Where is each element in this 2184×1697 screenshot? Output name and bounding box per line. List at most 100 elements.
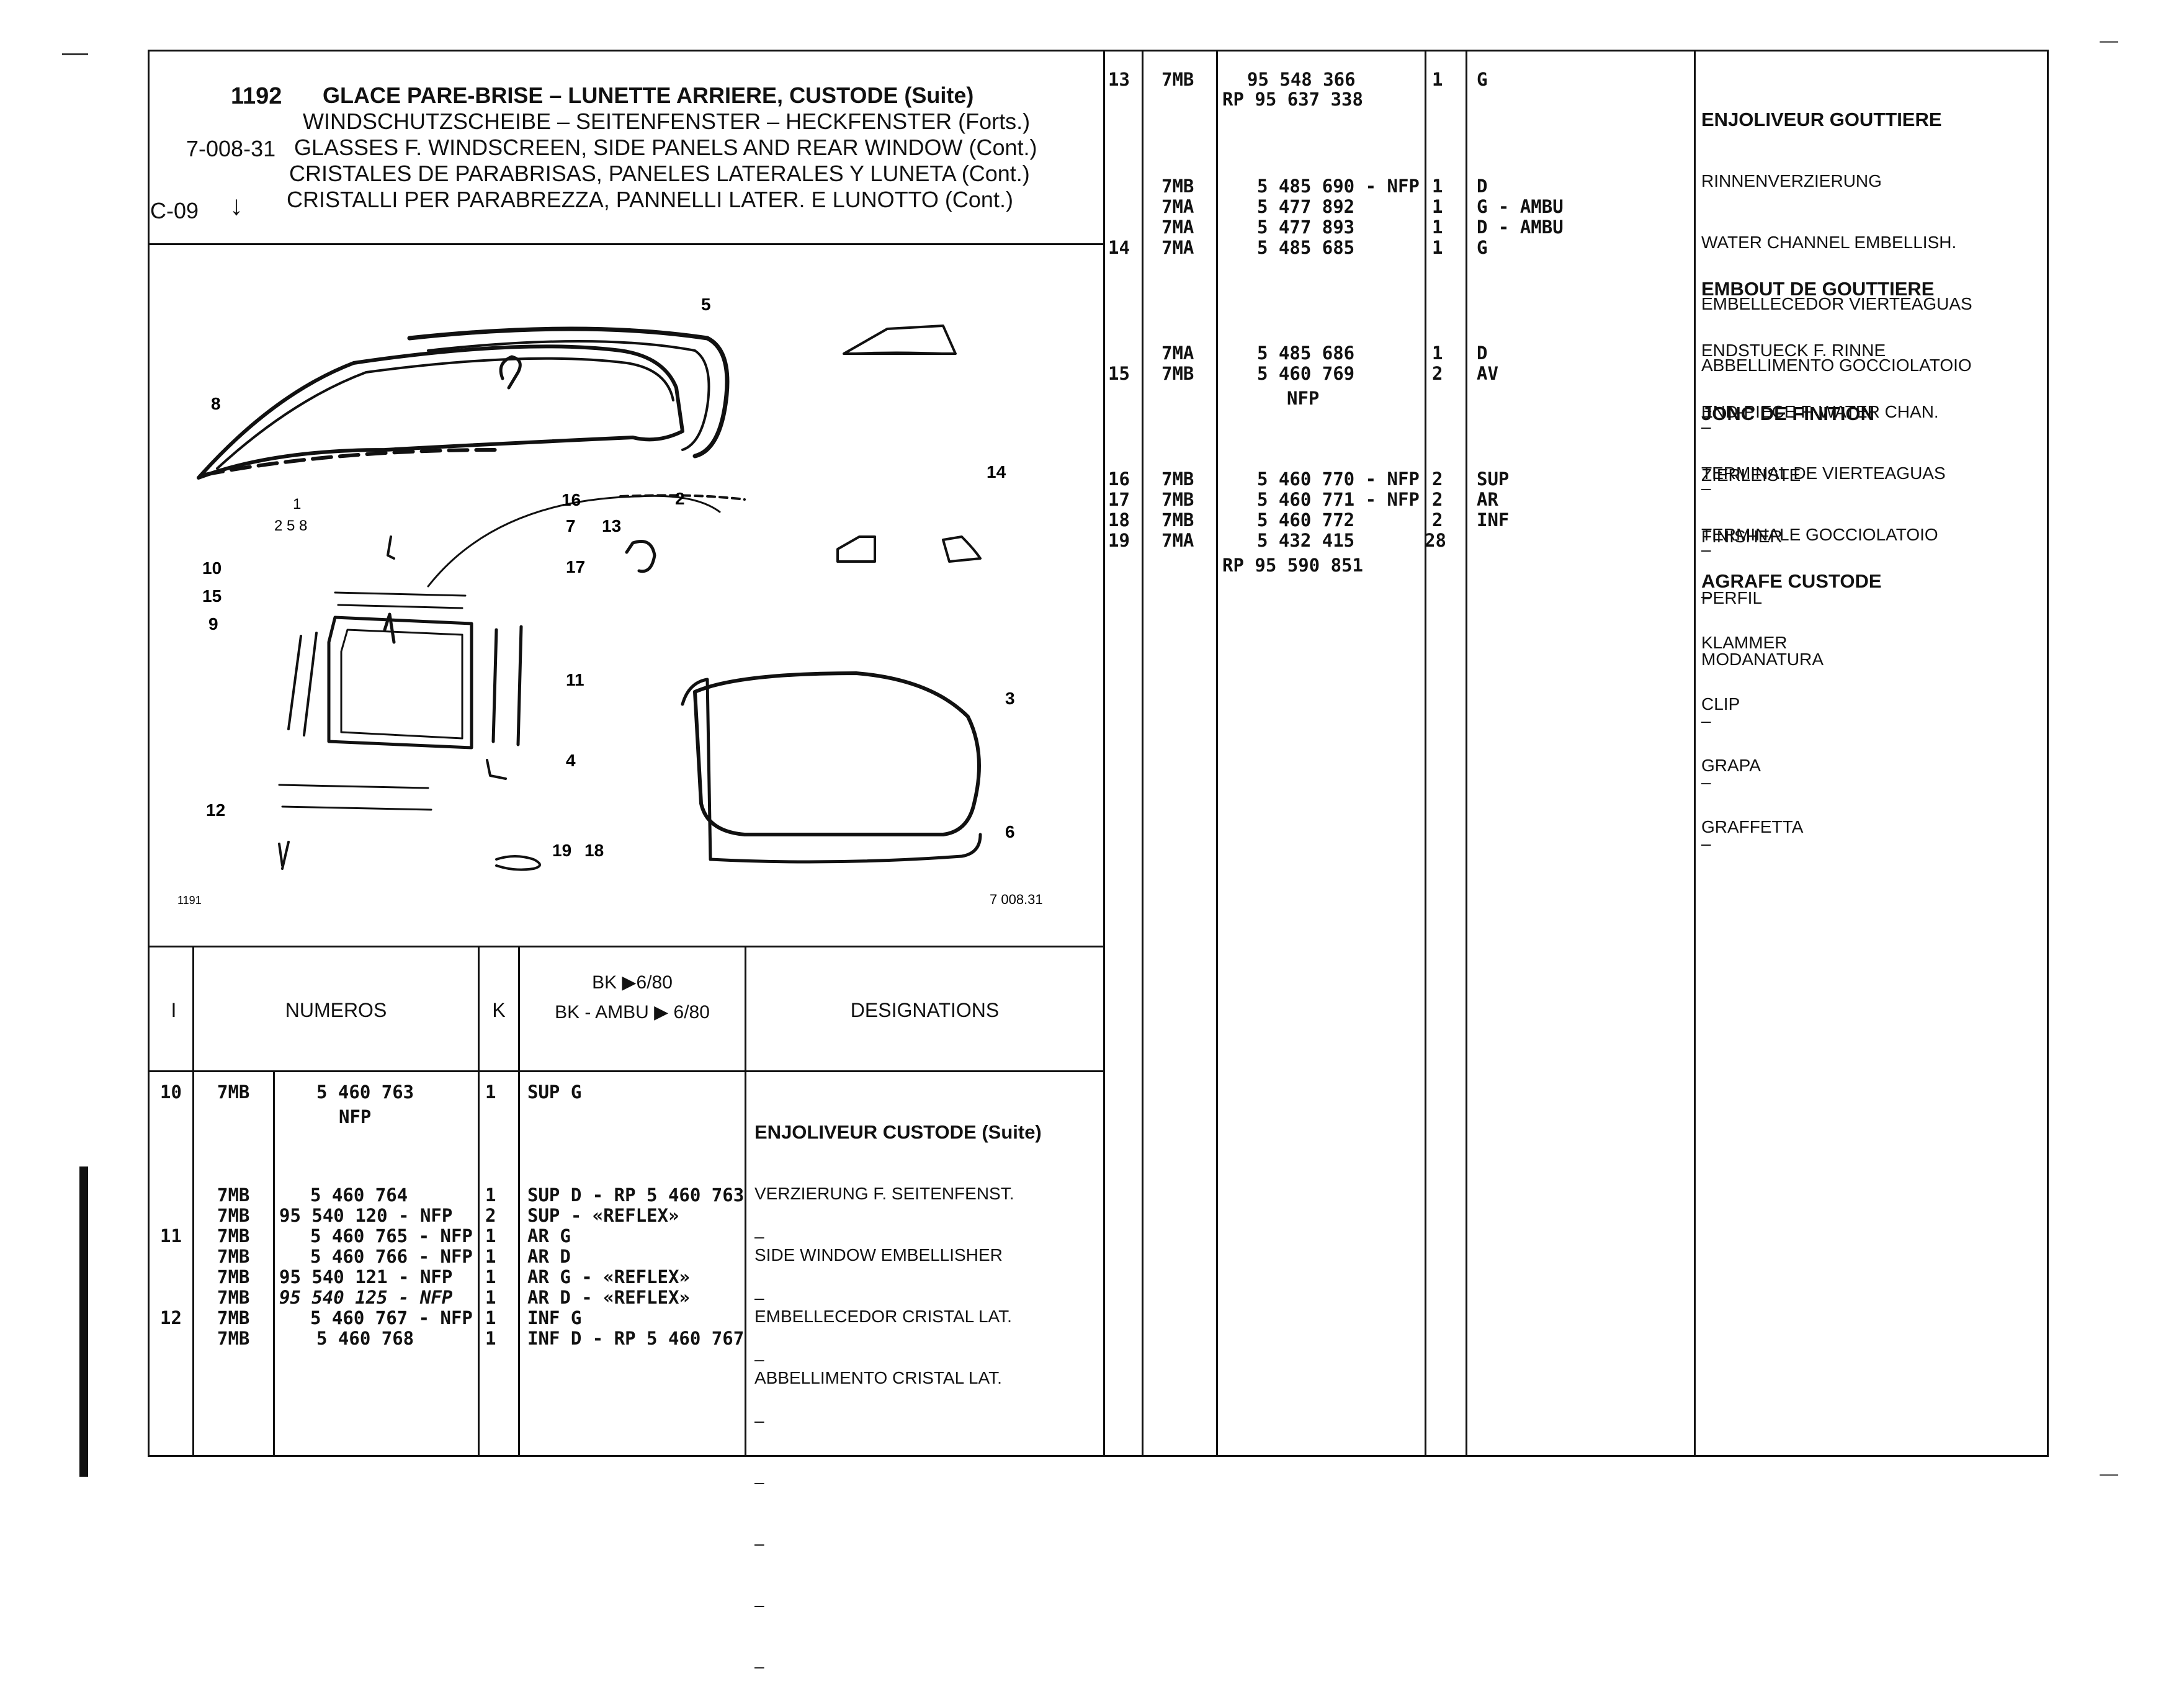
page-frame	[148, 50, 2049, 1457]
designation-line: END-PIECE F. WATER CHAN.	[1701, 402, 1939, 421]
part-number: 5 460 772	[1257, 509, 1355, 531]
scan-edge-bar	[79, 1166, 88, 1477]
prefix: 7MB	[217, 1246, 250, 1267]
col-sep-1	[192, 946, 194, 1457]
callout-3: 3	[1005, 689, 1015, 708]
windscreen-glass	[197, 344, 684, 480]
table-header-bottom	[148, 1070, 1103, 1072]
col-sep-2	[273, 1070, 275, 1457]
scan-edge-mark	[2100, 1474, 2118, 1476]
col-header-i: I	[171, 999, 177, 1021]
title-en: GLASSES F. WINDSCREEN, SIDE PANELS AND R…	[294, 135, 1037, 160]
quantity: 1	[485, 1307, 496, 1328]
part-number: 5 485 686	[1257, 343, 1355, 364]
figure-id-right: 7 008.31	[990, 892, 1043, 907]
prefix: 7MB	[217, 1328, 250, 1349]
callout-16: 16	[562, 490, 581, 509]
item-number: 17	[1108, 489, 1130, 510]
designation-line: WATER CHANNEL EMBELLISH.	[1701, 233, 1957, 252]
callout-18: 18	[584, 841, 604, 860]
callout-19: 19	[552, 841, 571, 860]
prefix: 7MA	[1161, 343, 1194, 364]
group-number: 1192	[231, 83, 282, 109]
quantity: 1	[1432, 176, 1443, 197]
part-number: 5 460 765 - NFP	[310, 1225, 473, 1247]
prefix: 7MB	[217, 1205, 250, 1226]
parts-catalog-page: { "header": { "group": "1192", "ref": "7…	[62, 41, 2118, 1676]
part-number: 5 477 893	[1257, 217, 1355, 238]
spec: AV	[1477, 363, 1498, 384]
dash: –	[1701, 478, 1711, 498]
callout-9: 9	[208, 614, 218, 634]
part-number: 5 460 768	[316, 1328, 414, 1349]
designation-line: EMBELLECEDOR VIERTEAGUAS	[1701, 294, 1972, 313]
callout-7: 7	[566, 516, 576, 535]
dash: –	[754, 1595, 764, 1614]
part-number: 95 540 120 - NFP	[279, 1205, 453, 1226]
quantity: 1	[485, 1184, 496, 1206]
callout-2-5-8: 2 5 8	[274, 517, 307, 534]
item-number: 12	[160, 1307, 182, 1328]
designation-line: TERMINAL DE VIERTEAGUAS	[1701, 463, 1946, 483]
prefix: 7MA	[1161, 530, 1194, 551]
callout-4: 4	[566, 751, 576, 770]
item-number: 16	[1108, 468, 1130, 490]
designation-es: EMBELLECEDOR CRISTAL LAT.	[754, 1307, 1012, 1326]
rcol-sep-2	[1216, 50, 1218, 1457]
dash: –	[754, 1534, 764, 1553]
spec: D	[1477, 343, 1488, 364]
prefix: 7MB	[217, 1225, 250, 1247]
prefix: 7MB	[217, 1287, 250, 1308]
col-header-bk-ambu: BK - AMBU ▶ 6/80	[555, 1002, 710, 1023]
spec: INF D - RP 5 460 767	[527, 1328, 745, 1349]
quantity: 1	[1432, 196, 1443, 217]
designation-agrafe: AGRAFE CUSTODE KLAMMER CLIP GRAPA GRAFFE…	[1701, 530, 1882, 857]
item-number: 13	[1108, 69, 1130, 90]
spec: SUP G	[527, 1081, 582, 1103]
spec: D - AMBU	[1477, 217, 1564, 238]
quantity: 1	[1432, 343, 1443, 364]
col-header-numeros: NUMEROS	[285, 999, 387, 1021]
callout-10: 10	[202, 558, 222, 578]
center-divider	[1103, 50, 1105, 1457]
part-number: 5 477 892	[1257, 196, 1355, 217]
part-number: 5 460 767 - NFP	[310, 1307, 473, 1328]
prefix: 7MB	[1161, 176, 1194, 197]
prefix: 7MA	[1161, 196, 1194, 217]
col-sep-4	[518, 946, 520, 1457]
item-number: 18	[1108, 509, 1130, 531]
designation-title: EMBOUT DE GOUTTIERE	[1701, 278, 1935, 300]
prefix: 7MB	[217, 1184, 250, 1206]
quantity: 2	[1432, 363, 1443, 384]
dash: –	[1701, 711, 1711, 730]
quantity: 1	[485, 1225, 496, 1247]
part-number: 95 540 121 - NFP	[279, 1266, 453, 1287]
upper-seal	[407, 326, 730, 459]
designation-embout: EMBOUT DE GOUTTIERE ENDSTUECK F. RINNE E…	[1701, 238, 1946, 627]
part-number: 5 432 415	[1257, 530, 1355, 551]
quantity: 1	[1432, 217, 1443, 238]
rcol-sep-4	[1466, 50, 1467, 1457]
designation-jonc: JONC DE FINITION ZIERLEISTE FINISHER PER…	[1701, 362, 1874, 874]
designation-line: ZIERLEISTE	[1701, 465, 1801, 485]
spec: AR G - «REFLEX»	[527, 1266, 690, 1287]
prefix: 7MB	[1161, 69, 1194, 90]
reference-code: 7-008-31	[186, 136, 276, 161]
part-number: 5 460 770 - NFP	[1257, 468, 1420, 490]
callout-13: 13	[602, 516, 621, 535]
designation-line: GRAFFETTA	[1701, 817, 1804, 836]
prefix: 7MA	[1161, 217, 1194, 238]
prefix: 7MB	[217, 1307, 250, 1328]
title-it: CRISTALLI PER PARABREZZA, PANNELLI LATER…	[287, 187, 1013, 212]
dash: –	[754, 1227, 764, 1246]
title-fr: GLACE PARE-BRISE – LUNETTE ARRIERE, CUST…	[323, 83, 974, 108]
quantity: 2	[1432, 489, 1443, 510]
callout-14: 14	[987, 462, 1006, 481]
designation-title: ENJOLIVEUR GOUTTIERE	[1701, 109, 1942, 130]
dash: –	[754, 1411, 764, 1430]
designation-line: GRAPA	[1701, 756, 1761, 775]
col-header-k: K	[492, 999, 506, 1021]
upper-seal-inner	[427, 340, 710, 451]
prefix: 7MB	[217, 1081, 250, 1103]
dash: –	[1701, 834, 1711, 853]
